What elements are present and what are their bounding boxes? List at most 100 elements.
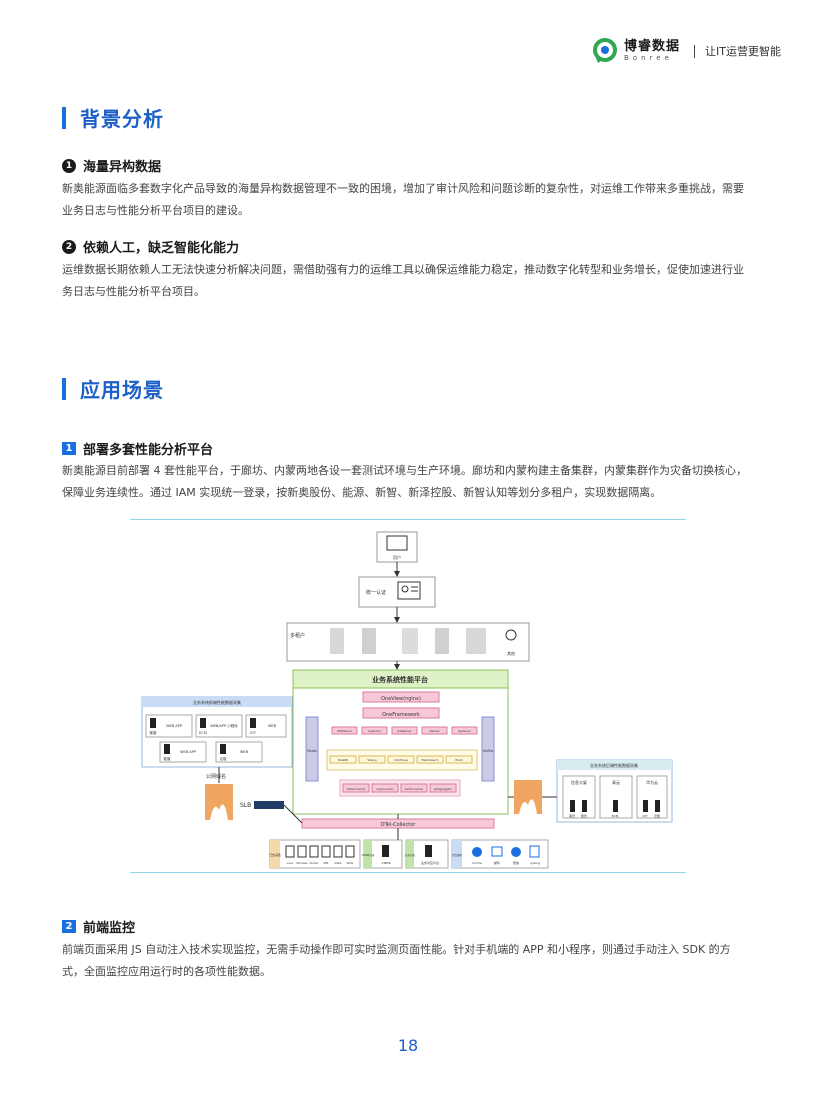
user-label: 用户	[393, 554, 401, 560]
server-caption: IOT	[642, 814, 647, 818]
chip-label: MinIO	[455, 758, 462, 762]
subheading-text: 前端监控	[83, 921, 136, 936]
firewall-icon-right	[514, 780, 542, 814]
oneframework-box	[362, 707, 440, 719]
monitor-icon	[386, 535, 408, 551]
brand-divider	[694, 44, 696, 58]
storage-row: MetaDB SiteLog ClickHouse ElasticSearch …	[329, 755, 473, 764]
paragraph-manual-reliance: 运维数据长期依赖人工无法快速分析解决问题，需借助强有力的运维工具以确保运维能力稳…	[62, 263, 744, 298]
paragraph-frontend-monitoring: 前端页面采用 JS 自动注入技术实现监控，无需手动操作即可实时监测页面性能。针对…	[62, 943, 731, 978]
subheading-multi-platform: 1 部署多套性能分析平台	[62, 439, 213, 458]
number-badge: 1	[62, 158, 76, 173]
number-badge: 2	[62, 920, 76, 933]
source-label: Other	[346, 861, 354, 865]
chip-label: AIServer	[429, 729, 441, 733]
section-title-scenarios: 应用场景	[62, 374, 164, 403]
alert-channel-label: 短信	[513, 860, 519, 865]
architecture-svg: 用户 统一认证 多租户 其他 业务系统性能平台	[141, 531, 673, 869]
brand-cn: 博睿数据	[624, 39, 681, 54]
chip-label: AlertConsumer	[405, 787, 425, 791]
source-label: Windows	[296, 861, 308, 865]
backend-panel-title: 业务系统后端性能数据采集	[590, 762, 638, 768]
backend-panel-header	[557, 760, 672, 770]
business-tag-label: 业务对接	[405, 853, 416, 857]
alert-channel-label: syslog	[530, 861, 540, 865]
server-caption: 泛能	[654, 813, 660, 818]
server-icon	[582, 800, 587, 812]
platform-title: 业务系统性能平台	[372, 675, 428, 684]
oneview-label: OneView(nginx)	[381, 696, 421, 702]
blurred-tenant-logo	[435, 628, 449, 654]
firewall-icon	[205, 784, 233, 820]
app-label: 泛能	[220, 756, 227, 761]
brand-en: Bonree	[624, 54, 673, 62]
phone-icon	[250, 718, 256, 728]
alert-tag	[452, 840, 462, 868]
server-row: OSSRServer LogServer DataServer AIServer…	[331, 726, 478, 735]
alert-tag-label: 告警通知	[452, 853, 463, 857]
chip-label: DataServer	[397, 729, 412, 733]
cmdb-tag-label: CMDB对接	[362, 853, 375, 857]
app-label: 客管	[150, 730, 157, 735]
app-label: WEB/APP 小程序	[210, 723, 238, 728]
chip-label: ClickHouse	[394, 758, 408, 762]
frontend-panel-title: 业务系统前端性能数据采集	[193, 699, 241, 705]
people-icon	[505, 629, 517, 641]
section-title-text: 背景分析	[80, 107, 164, 131]
cmdb-tag	[364, 840, 372, 868]
app-label: ECEJ	[199, 731, 207, 735]
phone-icon	[220, 744, 226, 754]
id-card-icon	[397, 581, 421, 600]
app-label: WEB APP	[166, 724, 182, 728]
phone-icon	[150, 718, 156, 728]
subheading-mass-data: 1 海量异构数据	[62, 156, 161, 175]
server-icon	[570, 800, 575, 812]
server-icon	[425, 845, 432, 857]
app-label: WEB APP	[180, 750, 196, 754]
tenant-label: 多租户	[290, 632, 305, 639]
phone-icon	[164, 744, 170, 754]
auth-box	[358, 576, 436, 608]
section-title-background: 背景分析	[62, 103, 164, 132]
slb-device-icon	[254, 801, 284, 809]
subheading-text: 部署多套性能分析平台	[83, 443, 214, 458]
alert-channel-label: 邮件	[494, 860, 500, 865]
redis-bar	[305, 716, 319, 782]
subheading-frontend-monitoring: 2 前端监控	[62, 917, 135, 936]
business-tag	[406, 840, 414, 868]
sms-icon	[511, 847, 521, 857]
architecture-diagram: 用户 统一认证 多租户 其他 业务系统性能平台	[130, 519, 686, 873]
source-label: Docker	[310, 861, 320, 865]
log-collect-group	[269, 839, 361, 869]
log-collect-tag	[270, 840, 280, 868]
chip-label: OSSRServer	[337, 729, 353, 733]
server-icon	[382, 845, 389, 857]
number-badge: 2	[62, 239, 76, 254]
server-icon	[655, 800, 660, 812]
app-label: WEB	[240, 750, 249, 754]
frontend-panel-header	[142, 697, 292, 707]
redis-label: Redis	[307, 749, 317, 753]
chip-label: MetaDB	[338, 758, 348, 762]
section-bar	[62, 106, 66, 129]
oneview-box	[362, 691, 440, 703]
business-label: 业务对应平台	[421, 860, 439, 865]
chip-label: AppServer	[458, 729, 472, 733]
consumer-row: DataConsumer LogConsumer AlertConsumer A…	[342, 783, 457, 793]
log-source-icons: Linux Windows Docker K8S Kafka Other	[285, 845, 355, 865]
cmdb-label: CMDB	[381, 861, 390, 865]
kafka-label: Kafka	[483, 749, 493, 753]
syslog-icon	[529, 845, 540, 858]
public-domain-label: 公网域名	[206, 773, 226, 780]
page-number: 18	[397, 1036, 419, 1055]
app-label: IOT	[250, 731, 257, 735]
paragraph-multi-platform: 新奥能源目前部署 4 套性能平台，于廊坊、内蒙两地各设一套测试环境与生产环境。廊…	[62, 464, 747, 499]
blurred-tenant-logo	[362, 628, 376, 654]
number-badge: 1	[62, 442, 76, 455]
chip-label: LogServer	[368, 729, 382, 733]
blurred-tenant-logo	[466, 628, 486, 654]
brand-slogan: 让IT运营更智能	[705, 45, 781, 58]
server-caption: ECEJ	[612, 814, 619, 818]
app-label: 能管	[164, 756, 171, 761]
